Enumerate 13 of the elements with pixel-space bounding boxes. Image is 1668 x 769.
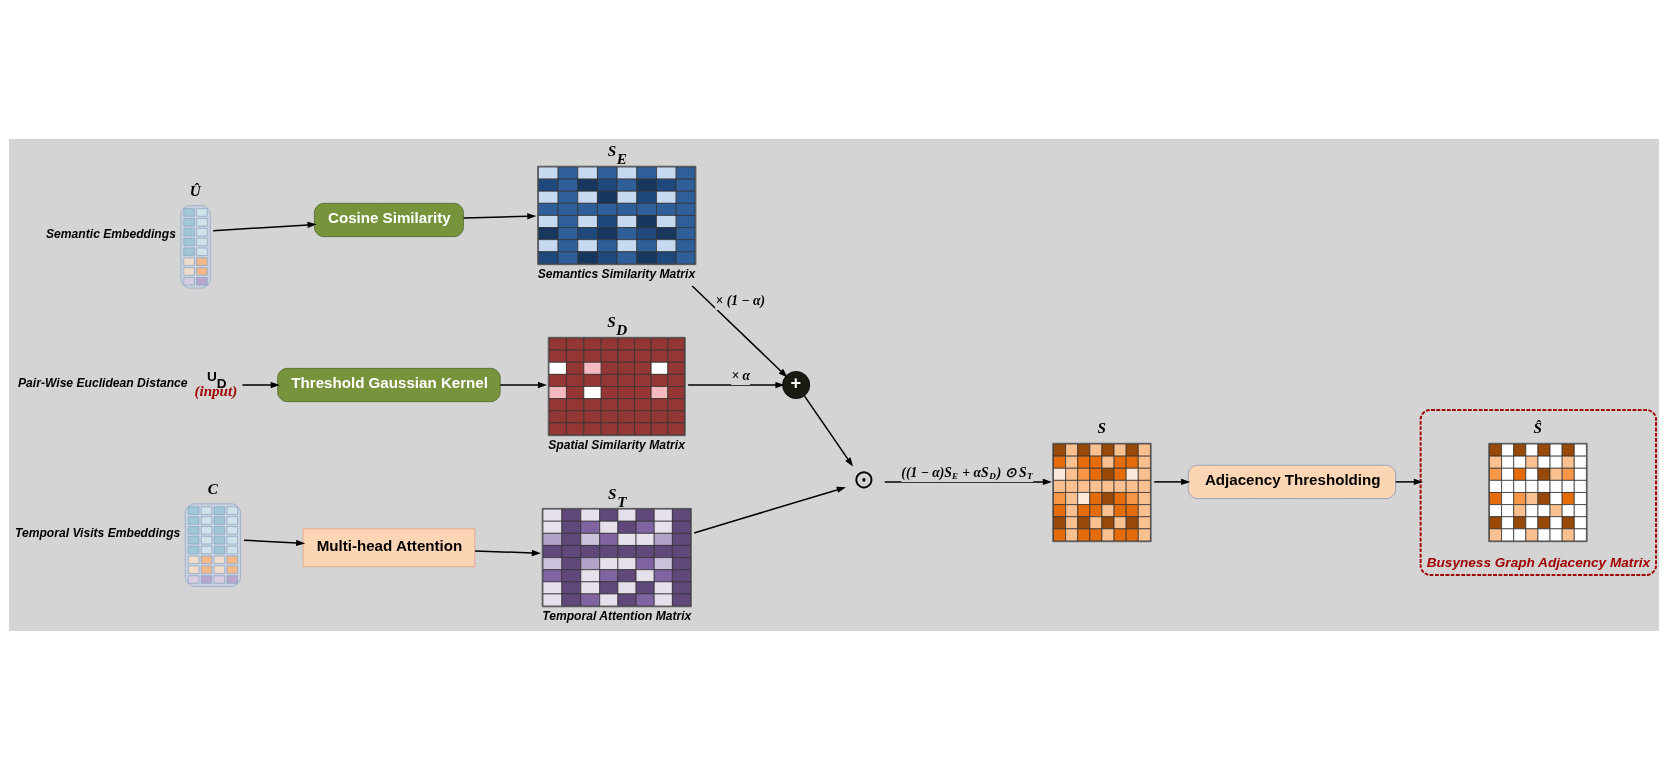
- node-label: Ŝ: [1533, 419, 1542, 436]
- node-label: S: [1097, 419, 1106, 436]
- node-label: Semantics Similarity Matrix: [537, 266, 696, 281]
- edge-label: × (1 − α): [715, 292, 766, 308]
- node-label: Pair-Wise Euclidean Distance: [18, 375, 188, 390]
- node-label: Semantic Embeddings: [46, 226, 176, 241]
- node-label: Spatial Similarity Matrix: [548, 437, 685, 452]
- edge-label: × α: [731, 367, 751, 383]
- node-label: Temporal Attention Matrix: [542, 608, 692, 623]
- node-label: Û: [189, 182, 201, 199]
- node-label: C: [207, 480, 218, 497]
- node-text: ⊙: [853, 464, 876, 493]
- node-label: Temporal Visits Embeddings: [15, 525, 181, 540]
